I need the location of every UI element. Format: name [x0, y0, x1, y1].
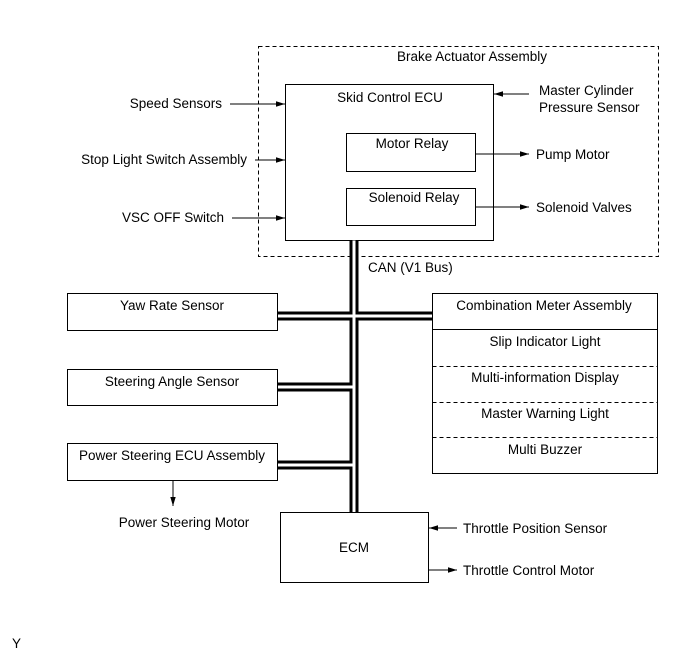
pump-motor-label: Pump Motor — [536, 147, 610, 162]
vsc-off-switch-label: VSC OFF Switch — [122, 210, 224, 225]
combination-meter-box — [432, 293, 658, 474]
steering-angle-sensor-label: Steering Angle Sensor — [105, 374, 240, 389]
combination-meter-item: Master Warning Light — [481, 406, 609, 421]
combination-meter-item: Multi-information Display — [471, 370, 619, 385]
combination-meter-title: Combination Meter Assembly — [456, 298, 632, 313]
brake-actuator-assembly-boundary — [258, 46, 659, 257]
motor-relay-box — [346, 133, 476, 172]
solenoid-valves-label: Solenoid Valves — [536, 200, 632, 215]
power-steering-motor-label: Power Steering Motor — [119, 515, 250, 530]
ecm-label: ECM — [339, 540, 369, 555]
solenoid-relay-box — [346, 188, 476, 226]
throttle-control-motor-label: Throttle Control Motor — [463, 563, 595, 578]
can-bus-label: CAN (V1 Bus) — [368, 260, 453, 275]
skid-control-ecu-title: Skid Control ECU — [337, 90, 443, 105]
power-steering-ecu-label: Power Steering ECU Assembly — [79, 448, 265, 463]
motor-relay-label: Motor Relay — [376, 136, 449, 151]
speed-sensors-label: Speed Sensors — [130, 96, 223, 111]
figure-code: Y — [12, 636, 21, 651]
yaw-rate-sensor-box — [67, 293, 278, 331]
ecm-box — [280, 512, 429, 583]
combination-meter-item: Multi Buzzer — [508, 442, 583, 457]
brake-actuator-assembly-title: Brake Actuator Assembly — [397, 49, 547, 64]
solenoid-relay-label: Solenoid Relay — [369, 190, 460, 205]
can-bus — [277, 240, 433, 513]
master-cylinder-pressure-sensor-label-line1: Master Cylinder — [539, 83, 634, 98]
throttle-position-sensor-label: Throttle Position Sensor — [463, 521, 608, 536]
steering-angle-sensor-box — [67, 369, 278, 406]
yaw-rate-sensor-label: Yaw Rate Sensor — [120, 298, 225, 313]
combination-meter-item: Slip Indicator Light — [489, 334, 600, 349]
stop-light-switch-label: Stop Light Switch Assembly — [81, 152, 247, 167]
master-cylinder-pressure-sensor-label-line2: Pressure Sensor — [539, 100, 640, 115]
